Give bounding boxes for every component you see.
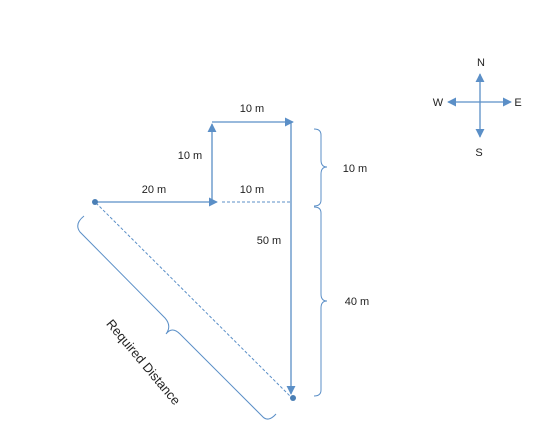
compass-north-label: N: [477, 57, 485, 69]
label-east-20m: 20 m: [142, 184, 166, 196]
required-distance-line: [95, 202, 292, 398]
label-bracket-upper-10m: 10 m: [343, 163, 367, 175]
label-east-top-10m: 10 m: [240, 103, 264, 115]
label-south-50m: 50 m: [257, 235, 281, 247]
bracket-required-distance: [77, 215, 277, 420]
bracket-upper: [313, 128, 328, 207]
bracket-lower: [313, 206, 328, 397]
label-north-10m: 10 m: [178, 150, 202, 162]
compass-south-label: S: [475, 147, 482, 159]
label-dashed-10m: 10 m: [240, 184, 264, 196]
compass: N S E W: [433, 57, 522, 159]
label-bracket-lower-40m: 40 m: [345, 296, 369, 308]
compass-east-label: E: [514, 97, 521, 109]
end-point: [290, 395, 296, 401]
start-point: [92, 199, 98, 205]
compass-west-label: W: [433, 97, 444, 109]
